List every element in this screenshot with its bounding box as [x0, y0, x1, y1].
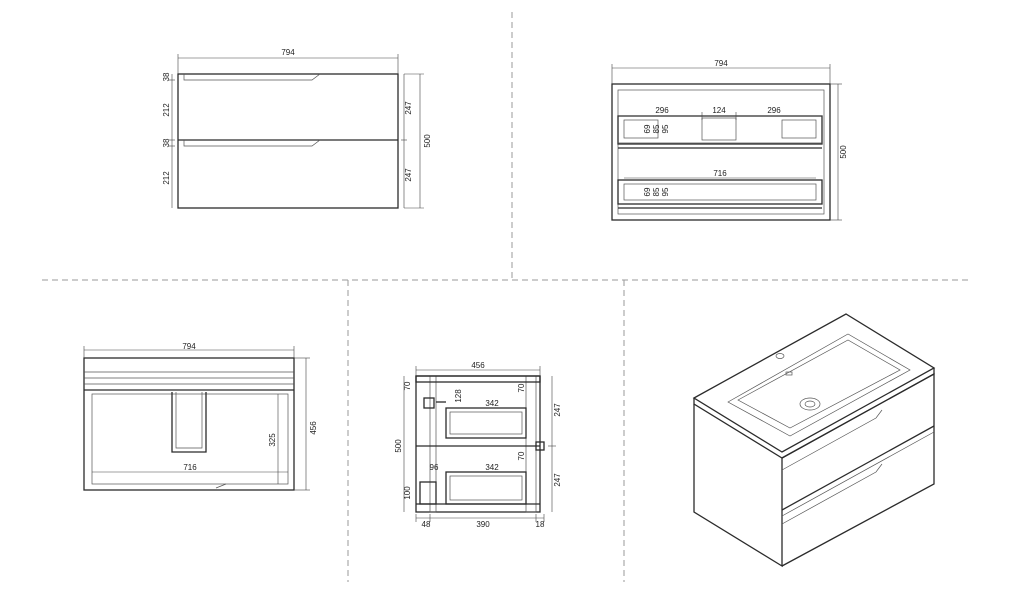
side-base-100: 100	[403, 486, 412, 500]
side-height-500: 500	[394, 439, 403, 453]
side-offset-96: 96	[430, 463, 439, 472]
front-left-38b: 38	[162, 138, 171, 147]
side-right-247b: 247	[553, 473, 562, 487]
inner-top-296a: 296	[655, 106, 669, 115]
inner-top-296b: 296	[767, 106, 781, 115]
side-gap-128: 128	[454, 389, 463, 403]
side-bottom-390: 390	[476, 520, 490, 529]
top-width-794: 794	[182, 342, 196, 351]
front-left-212a: 212	[162, 103, 171, 117]
inner-width-label: 794	[714, 59, 728, 68]
inner-low-95: 95	[661, 187, 670, 196]
side-depth-456: 456	[471, 361, 485, 370]
front-width-label: 794	[281, 48, 295, 57]
front-right-247b: 247	[404, 168, 413, 182]
inner-top-85: 85	[652, 124, 661, 133]
side-right-247a: 247	[553, 403, 562, 417]
top-depth-456: 456	[309, 421, 318, 435]
side-top-rail-70: 70	[403, 381, 412, 390]
inner-top-69: 69	[643, 124, 652, 133]
side-top-rail-70r: 70	[517, 383, 526, 392]
inner-low-69: 69	[643, 187, 652, 196]
side-bottom-48: 48	[422, 520, 431, 529]
side-drawer-342a: 342	[485, 399, 499, 408]
inner-view: 794 296 124 296 69 85 95 716 69 85 95 50…	[611, 59, 848, 221]
inner-height-500: 500	[839, 145, 848, 159]
inner-low-85: 85	[652, 187, 661, 196]
front-left-38a: 38	[162, 72, 171, 81]
front-height-500: 500	[423, 134, 432, 148]
side-view: 456 500 70 100 128 342 96 342 70 70 247 …	[394, 361, 562, 529]
side-bottom-18: 18	[536, 520, 545, 529]
top-inner-325: 325	[268, 433, 277, 447]
inner-top-124: 124	[712, 106, 726, 115]
side-drawer-342b: 342	[485, 463, 499, 472]
front-view: 794 38 212 38 212 247 247 500	[162, 48, 432, 209]
front-right-247a: 247	[404, 101, 413, 115]
top-view: 794 716 325 456	[83, 342, 318, 491]
inner-top-95: 95	[661, 124, 670, 133]
front-left-212b: 212	[162, 171, 171, 185]
isometric-view	[692, 313, 936, 568]
side-mid-rail-70: 70	[517, 451, 526, 460]
top-inner-716: 716	[183, 463, 197, 472]
inner-lower-716: 716	[713, 169, 727, 178]
